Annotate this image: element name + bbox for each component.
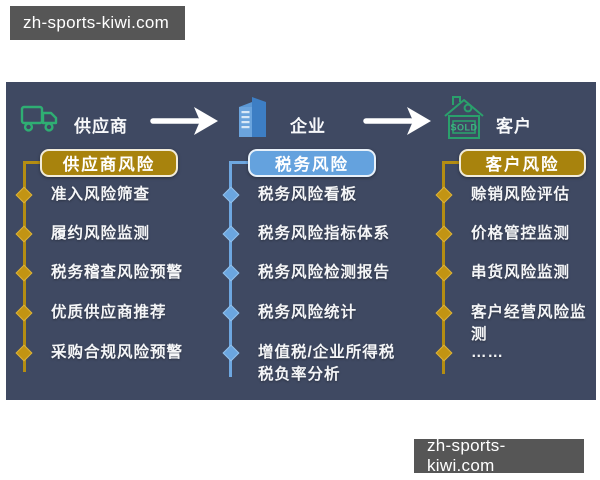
customer-column-connector xyxy=(442,161,462,164)
risk-header-customer: 客户风险 xyxy=(459,149,586,177)
list-item-label: 税务稽查风险预警 xyxy=(51,264,184,281)
list-item: 赊销风险评估 xyxy=(435,184,571,206)
diamond-bullet-icon xyxy=(435,264,453,282)
list-item-label: 增值税/企业所得税税负率分析 xyxy=(258,344,396,383)
watermark-top-text: zh-sports-kiwi.com xyxy=(23,13,170,32)
tax-column-connector xyxy=(229,161,251,164)
diamond-bullet-icon xyxy=(435,304,453,322)
diamond-bullet-icon xyxy=(222,186,240,204)
diamond-bullet-icon xyxy=(222,264,240,282)
diamond-bullet-icon xyxy=(15,264,33,282)
risk-diagram-panel: 供应商 企业 SOLD 客户 xyxy=(6,82,596,400)
list-item: 税务风险看板 xyxy=(222,184,358,206)
building-icon xyxy=(239,97,266,137)
risk-header-supplier: 供应商风险 xyxy=(40,149,178,177)
diamond-bullet-icon xyxy=(435,225,453,243)
list-item-label: 准入风险筛查 xyxy=(51,186,151,203)
risk-header-tax: 税务风险 xyxy=(248,149,376,177)
list-item-label: 税务风险统计 xyxy=(258,304,358,321)
node-label-enterprise: 企业 xyxy=(290,117,326,136)
sold-house-icon: SOLD xyxy=(444,96,484,139)
list-item-label: 串货风险监测 xyxy=(471,264,571,281)
list-item: 税务风险统计 xyxy=(222,302,358,324)
list-item: 串货风险监测 xyxy=(435,262,571,284)
diamond-bullet-icon xyxy=(15,186,33,204)
list-item-label: 税务风险看板 xyxy=(258,186,358,203)
diamond-bullet-icon xyxy=(15,225,33,243)
list-item: 准入风险筛查 xyxy=(15,184,151,206)
arrow-right-icon xyxy=(363,107,431,135)
node-label-customer: 客户 xyxy=(496,117,532,136)
watermark-top: zh-sports-kiwi.com xyxy=(10,6,185,40)
diamond-bullet-icon xyxy=(435,186,453,204)
list-item-label: 税务风险指标体系 xyxy=(258,225,391,242)
list-item-label: 税务风险检测报告 xyxy=(258,264,391,281)
diamond-bullet-icon xyxy=(435,344,453,362)
list-item: 税务风险指标体系 xyxy=(222,223,391,245)
watermark-bottom: zh-sports-kiwi.com xyxy=(414,436,584,475)
list-item-label: 赊销风险评估 xyxy=(471,186,571,203)
list-item: 税务稽查风险预警 xyxy=(15,262,184,284)
sold-badge-text: SOLD xyxy=(450,123,477,133)
list-item-label: …… xyxy=(471,344,504,361)
list-item: 客户经营风险监测 xyxy=(435,302,596,346)
risk-header-tax-label: 税务风险 xyxy=(275,156,349,174)
truck-icon xyxy=(20,105,58,132)
diamond-bullet-icon xyxy=(15,344,33,362)
diamond-bullet-icon xyxy=(15,304,33,322)
risk-header-customer-label: 客户风险 xyxy=(485,156,560,174)
list-item: 优质供应商推荐 xyxy=(15,302,167,324)
list-item: 价格管控监测 xyxy=(435,223,571,245)
list-item: 履约风险监测 xyxy=(15,223,151,245)
supplier-column-connector xyxy=(23,161,43,164)
risk-header-supplier-label: 供应商风险 xyxy=(62,156,156,174)
list-item-label: 履约风险监测 xyxy=(51,225,151,242)
arrow-right-icon xyxy=(150,107,218,135)
node-label-supplier: 供应商 xyxy=(74,117,128,136)
list-item-label: 客户经营风险监测 xyxy=(471,304,587,343)
list-item-label: 优质供应商推荐 xyxy=(51,304,167,321)
list-item: 采购合规风险预警 xyxy=(15,342,184,364)
list-item: …… xyxy=(435,342,504,364)
diamond-bullet-icon xyxy=(222,304,240,322)
list-item: 增值税/企业所得税税负率分析 xyxy=(222,342,408,386)
list-item-label: 价格管控监测 xyxy=(471,225,571,242)
list-item: 税务风险检测报告 xyxy=(222,262,391,284)
diamond-bullet-icon xyxy=(222,344,240,362)
diamond-bullet-icon xyxy=(222,225,240,243)
watermark-bottom-text: zh-sports-kiwi.com xyxy=(427,436,506,475)
list-item-label: 采购合规风险预警 xyxy=(51,344,184,361)
